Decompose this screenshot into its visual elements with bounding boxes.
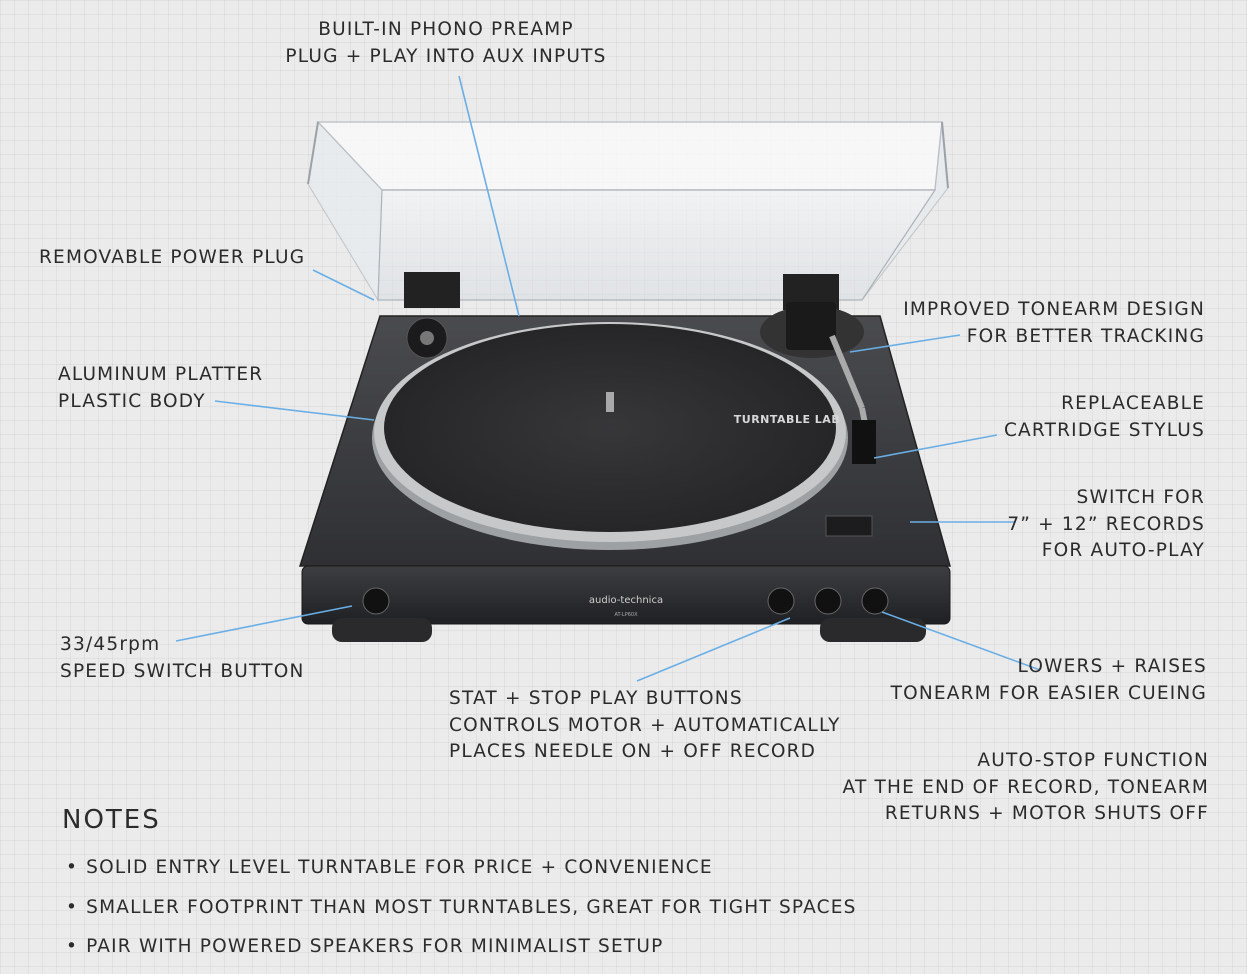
leader-platter	[214, 400, 375, 421]
callout-phono-preamp: BUILT-IN PHONO PREAMP PLUG + PLAY INTO A…	[282, 17, 610, 70]
notes-heading: NOTES	[62, 805, 161, 835]
notes-item: SMALLER FOOTPRINT THAN MOST TURNTABLES, …	[66, 895, 857, 935]
spindle	[606, 392, 614, 412]
leader-phono	[458, 75, 520, 317]
leader-power	[312, 269, 375, 301]
callout-speed-line2: SPEED SWITCH BUTTON	[60, 660, 305, 682]
platter	[372, 322, 848, 550]
callout-autostop-line2: AT THE END OF RECORD, TONEARM	[842, 776, 1209, 798]
callout-tonearm: IMPROVED TONEARM DESIGN FOR BETTER TRACK…	[903, 297, 1205, 350]
callout-speed-switch: 33/45rpm SPEED SWITCH BUTTON	[60, 632, 305, 685]
callout-phono-line1: BUILT-IN PHONO PREAMP	[318, 19, 574, 40]
callout-lift-line1: LOWERS + RAISES	[1017, 656, 1207, 677]
callout-auto-stop: AUTO-STOP FUNCTION AT THE END OF RECORD,…	[843, 748, 1209, 828]
callout-autostop-line3: RETURNS + MOTOR SHUTS OFF	[884, 803, 1209, 824]
callout-record-switch: SWITCH FOR 7” + 12” RECORDS FOR AUTO-PLA…	[1007, 485, 1205, 565]
callout-platter-line2: PLASTIC BODY	[58, 390, 206, 412]
callout-lift-line2: TONEARM FOR EASIER CUEING	[890, 682, 1207, 704]
leader-lift	[881, 611, 1041, 671]
callout-startstop-line3: PLACES NEEDLE ON + OFF RECORD	[449, 741, 817, 762]
slipmat	[384, 324, 836, 532]
leader-tonearm	[849, 334, 961, 353]
callout-tonearm-line2: FOR BETTER TRACKING	[966, 325, 1205, 347]
callout-autostop-line1: AUTO-STOP FUNCTION	[977, 750, 1209, 771]
model-name: AT-LP60X	[614, 612, 638, 618]
tonearm	[760, 302, 876, 464]
notes-item: SOLID ENTRY LEVEL TURNTABLE FOR PRICE + …	[66, 855, 857, 895]
callout-startstop-line1: STAT + STOP PLAY BUTTONS	[449, 688, 743, 709]
callout-cartridge-line2: CARTRIDGE STYLUS	[1003, 419, 1205, 441]
leader-speed	[175, 605, 353, 642]
leader-lines	[175, 75, 1041, 682]
callout-cartridge: REPLACEABLE CARTRIDGE STYLUS	[1004, 391, 1205, 444]
callout-switch-line3: FOR AUTO-PLAY	[1041, 540, 1205, 561]
power-socket	[406, 317, 448, 359]
left-foot	[332, 618, 432, 642]
callout-platter-line1: ALUMINUM PLATTER	[58, 364, 264, 385]
speed-button	[362, 587, 390, 615]
start-button	[767, 587, 795, 615]
leader-cartridge	[873, 434, 998, 459]
notes-list: SOLID ENTRY LEVEL TURNTABLE FOR PRICE + …	[66, 855, 857, 974]
callout-power-plug: REMOVABLE POWER PLUG	[39, 245, 305, 272]
left-hinge	[404, 272, 460, 308]
notes-item: PAIR WITH POWERED SPEAKERS FOR MINIMALIS…	[66, 934, 857, 974]
mat-logo: TURNTABLE LAB	[734, 413, 840, 426]
callout-switch-line1: SWITCH FOR	[1076, 487, 1205, 508]
right-foot	[820, 618, 926, 642]
lift-button	[861, 587, 889, 615]
callout-startstop-line2: CONTROLS MOTOR + AUTOMATICALLY	[449, 714, 841, 736]
callout-tonearm-line1: IMPROVED TONEARM DESIGN	[903, 299, 1205, 320]
callout-platter: ALUMINUM PLATTER PLASTIC BODY	[58, 362, 263, 415]
brand-logo: audio-technica	[589, 595, 663, 606]
record-size-switch	[825, 515, 873, 537]
cartridge	[852, 420, 876, 464]
leader-startstop	[636, 617, 791, 682]
callout-cartridge-line1: REPLACEABLE	[1061, 393, 1205, 414]
stop-button	[814, 587, 842, 615]
callout-speed-line1: 33/45rpm	[60, 634, 161, 655]
callout-tonearm-lift: LOWERS + RAISES TONEARM FOR EASIER CUEIN…	[891, 654, 1207, 707]
callout-phono-line2: PLUG + PLAY INTO AUX INPUTS	[285, 45, 607, 67]
callout-power-line1: REMOVABLE POWER PLUG	[39, 247, 306, 268]
callout-start-stop: STAT + STOP PLAY BUTTONS CONTROLS MOTOR …	[449, 686, 841, 766]
callout-switch-line2: 7” + 12” RECORDS	[1007, 513, 1205, 535]
